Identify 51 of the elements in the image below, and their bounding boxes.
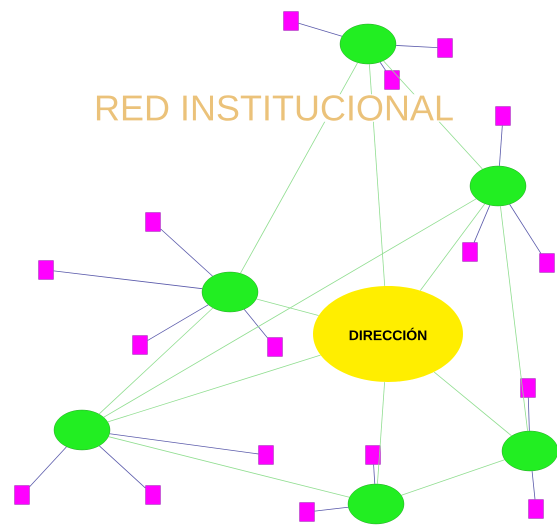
connector-line [147, 304, 209, 341]
connector-line [499, 125, 503, 166]
network-node [54, 410, 110, 450]
terminal-square [539, 253, 555, 273]
network-node [348, 484, 404, 524]
connector-line [244, 309, 268, 338]
title: RED INSTITUCIONAL [93, 94, 456, 122]
connector-line [107, 354, 321, 422]
terminal-square [14, 485, 30, 505]
connector-line [528, 397, 530, 432]
network-node [202, 272, 258, 312]
connector-line [420, 203, 486, 291]
connector-line [314, 506, 349, 512]
connector-line [532, 470, 536, 500]
connector-line [509, 204, 542, 254]
connector-line [103, 198, 477, 418]
terminal-square [283, 11, 299, 31]
connector-line [373, 464, 376, 484]
terminal-square [299, 502, 315, 522]
terminal-square [258, 445, 274, 465]
terminal-square [38, 260, 54, 280]
terminal-square [462, 242, 478, 262]
connector-line [109, 433, 259, 454]
connector-line [29, 446, 67, 488]
terminal-square [132, 335, 148, 355]
terminal-square [145, 485, 161, 505]
terminal-square [365, 445, 381, 465]
terminal-square [384, 70, 400, 90]
network-node [502, 430, 557, 472]
connector-line [98, 308, 214, 414]
terminal-square [528, 499, 544, 519]
connector-line [401, 459, 505, 496]
connector-line [396, 45, 438, 48]
connector-line [500, 206, 528, 432]
connector-line [53, 270, 203, 290]
connector-line [108, 436, 350, 498]
terminal-square [267, 337, 283, 357]
connector-line [298, 22, 342, 37]
network-node [470, 166, 526, 206]
terminal-square [520, 378, 536, 398]
network-node [340, 24, 396, 64]
terminal-square [437, 38, 453, 58]
terminal-square [495, 106, 511, 126]
connector-line [380, 62, 386, 71]
connector-line [256, 298, 319, 316]
connector-line [377, 382, 385, 484]
connector-line [474, 204, 490, 243]
connector-line [160, 228, 213, 277]
terminal-square [145, 212, 161, 232]
connector-line [98, 446, 146, 488]
connector-line [434, 372, 512, 436]
